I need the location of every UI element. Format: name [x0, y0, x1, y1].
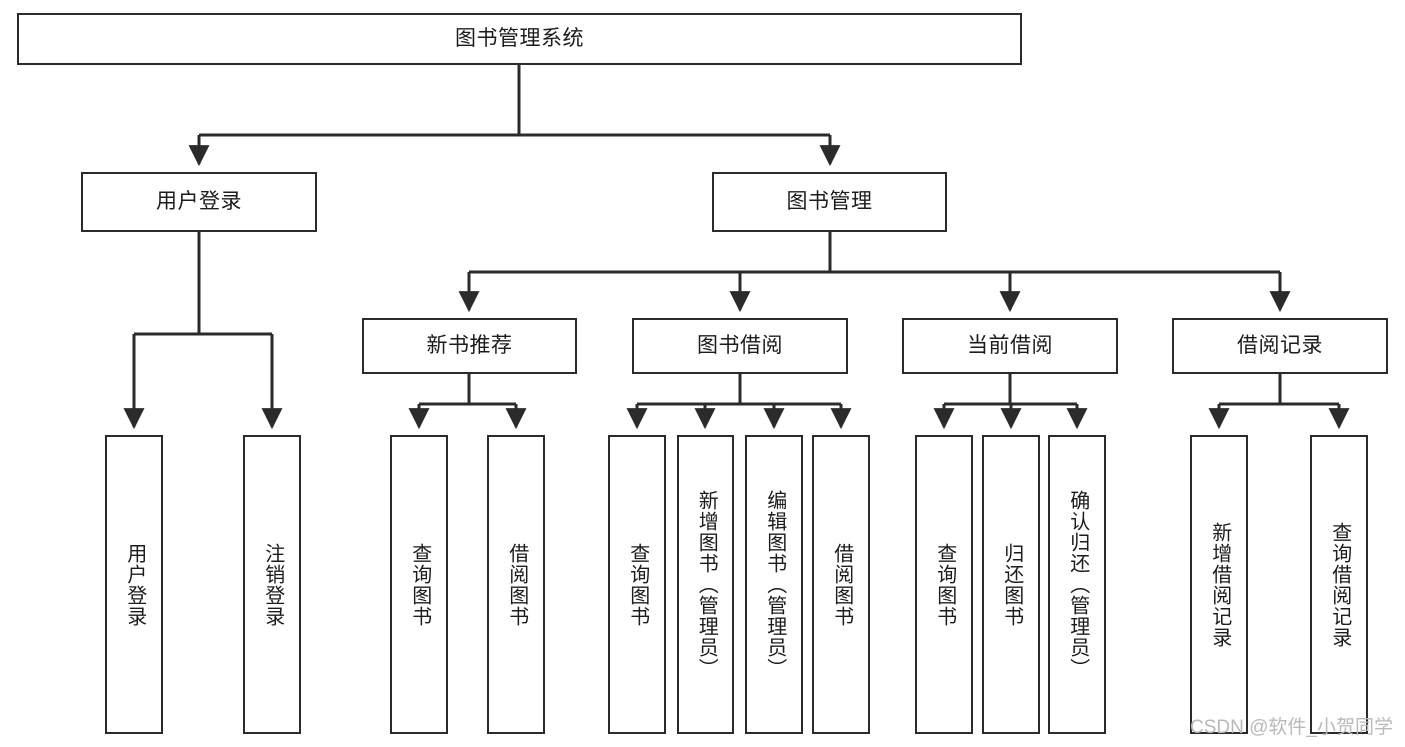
node-label: 用户登录 [123, 542, 146, 627]
node-label: 查询图书 [626, 542, 649, 627]
csdn-watermark: CSDN @软件_小贺同学 [1190, 717, 1393, 738]
node-label: 借阅图书 [505, 542, 528, 627]
node-book-borrow[interactable]: 图书借阅 [632, 318, 848, 374]
node-label: 查询借阅记录 [1328, 521, 1351, 648]
node-current-borrow[interactable]: 当前借阅 [902, 318, 1118, 374]
node-label: 归还图书 [1000, 542, 1023, 627]
node-leaf-borrow-lend[interactable]: 借阅图书 [812, 435, 870, 734]
node-label: 注销登录 [261, 542, 284, 627]
node-leaf-cur-return[interactable]: 归还图书 [982, 435, 1040, 734]
node-leaf-user-logout[interactable]: 注销登录 [243, 435, 301, 734]
node-leaf-rec-search[interactable]: 查询借阅记录 [1310, 435, 1368, 734]
node-leaf-borrow-edit[interactable]: 编辑图书（管理员） [745, 435, 803, 734]
node-book-manage[interactable]: 图书管理 [712, 172, 947, 232]
node-label: 借阅图书 [830, 542, 853, 627]
node-label: 图书借阅 [697, 333, 783, 357]
node-label: 当前借阅 [967, 333, 1053, 357]
node-label: 图书管理系统 [455, 26, 584, 50]
node-label: 查询图书 [408, 542, 431, 627]
node-borrow-record[interactable]: 借阅记录 [1172, 318, 1388, 374]
node-leaf-user-login[interactable]: 用户登录 [105, 435, 163, 734]
node-leaf-rec-add[interactable]: 新增借阅记录 [1190, 435, 1248, 734]
node-leaf-cur-confirm[interactable]: 确认归还（管理员） [1048, 435, 1106, 734]
node-label: 新书推荐 [426, 333, 513, 357]
node-leaf-borrow-add[interactable]: 新增图书（管理员） [677, 435, 734, 734]
node-label: 用户登录 [156, 189, 242, 213]
node-label: 图书管理 [786, 189, 873, 213]
node-label: 新增图书（管理员） [695, 490, 718, 679]
node-user-login[interactable]: 用户登录 [81, 172, 317, 232]
node-root[interactable]: 图书管理系统 [17, 13, 1022, 65]
node-label: 编辑图书（管理员） [763, 490, 786, 679]
node-leaf-rec-borrow[interactable]: 借阅图书 [487, 435, 545, 734]
node-label: 新增借阅记录 [1208, 521, 1231, 648]
node-leaf-rec-query[interactable]: 查询图书 [390, 435, 448, 734]
node-leaf-cur-query[interactable]: 查询图书 [915, 435, 973, 734]
node-leaf-borrow-query[interactable]: 查询图书 [608, 435, 666, 734]
node-label: 确认归还（管理员） [1066, 490, 1089, 679]
node-new-book-rec[interactable]: 新书推荐 [362, 318, 577, 374]
node-label: 查询图书 [933, 542, 956, 627]
node-label: 借阅记录 [1237, 333, 1323, 357]
